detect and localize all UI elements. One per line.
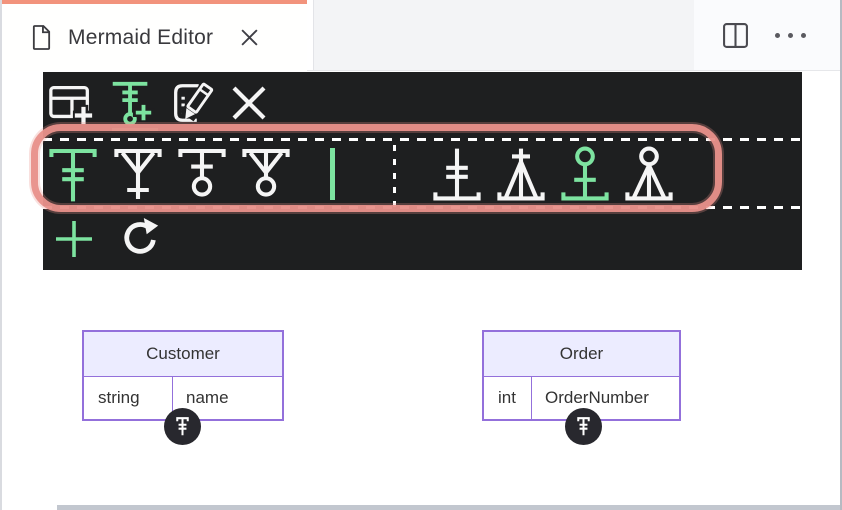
attribute-row[interactable]: string name: [84, 377, 282, 419]
attribute-row[interactable]: int OrderNumber: [484, 377, 679, 419]
cardinality-end-zero-or-many-icon[interactable]: [622, 145, 676, 205]
cardinality-start-zero-or-one-icon[interactable]: [175, 145, 229, 205]
add-entity-icon[interactable]: [47, 79, 95, 127]
solid-line-icon[interactable]: [330, 148, 335, 200]
edit-icon[interactable]: [166, 79, 218, 127]
attribute-name-cell[interactable]: name: [186, 388, 229, 407]
dotted-line-icon[interactable]: [393, 145, 396, 207]
entity-name: Order: [559, 344, 604, 363]
entity-header[interactable]: Order: [484, 332, 679, 377]
cardinality-end-zero-or-one-icon[interactable]: [558, 145, 612, 205]
mermaid-toolbar-panel: [43, 72, 802, 270]
dashed-separator-top: [43, 138, 802, 141]
cardinality-start-one-icon[interactable]: [46, 145, 100, 205]
entity-header[interactable]: Customer: [84, 332, 282, 377]
more-actions-icon[interactable]: [773, 27, 808, 44]
attribute-type-cell[interactable]: string: [84, 377, 173, 419]
cardinality-one-icon: [176, 417, 189, 436]
customer-cardinality-badge[interactable]: [164, 408, 201, 445]
cardinality-one-icon: [577, 417, 590, 436]
delete-x-icon[interactable]: [227, 81, 271, 125]
add-relationship-icon[interactable]: [106, 78, 156, 128]
tab-mermaid-editor[interactable]: Mermaid Editor: [0, 0, 307, 71]
tab-bar: Mermaid Editor: [0, 0, 842, 71]
split-editor-icon[interactable]: [722, 22, 749, 49]
tab-title: Mermaid Editor: [68, 25, 214, 49]
plus-icon[interactable]: [54, 219, 94, 259]
attribute-name-cell[interactable]: OrderNumber: [545, 388, 649, 407]
attribute-type-cell[interactable]: int: [484, 377, 532, 419]
window-right-border: [840, 0, 842, 510]
entity-customer[interactable]: Customer string name: [82, 330, 284, 421]
rotate-icon[interactable]: [118, 217, 162, 261]
editor-actions: [694, 0, 840, 70]
cardinality-end-one-icon[interactable]: [430, 145, 484, 205]
cardinality-row-highlight: [31, 124, 722, 212]
order-cardinality-badge[interactable]: [565, 408, 602, 445]
cardinality-end-one-or-many-icon[interactable]: [494, 145, 548, 205]
cardinality-start-one-or-many-icon[interactable]: [111, 145, 165, 205]
window-left-border: [0, 0, 2, 510]
lower-panel-edge: [57, 505, 842, 510]
file-icon: [32, 25, 51, 50]
entity-name: Customer: [146, 344, 220, 363]
entity-order[interactable]: Order int OrderNumber: [482, 330, 681, 421]
close-icon[interactable]: [240, 28, 259, 47]
cardinality-start-zero-or-many-icon[interactable]: [239, 145, 293, 205]
